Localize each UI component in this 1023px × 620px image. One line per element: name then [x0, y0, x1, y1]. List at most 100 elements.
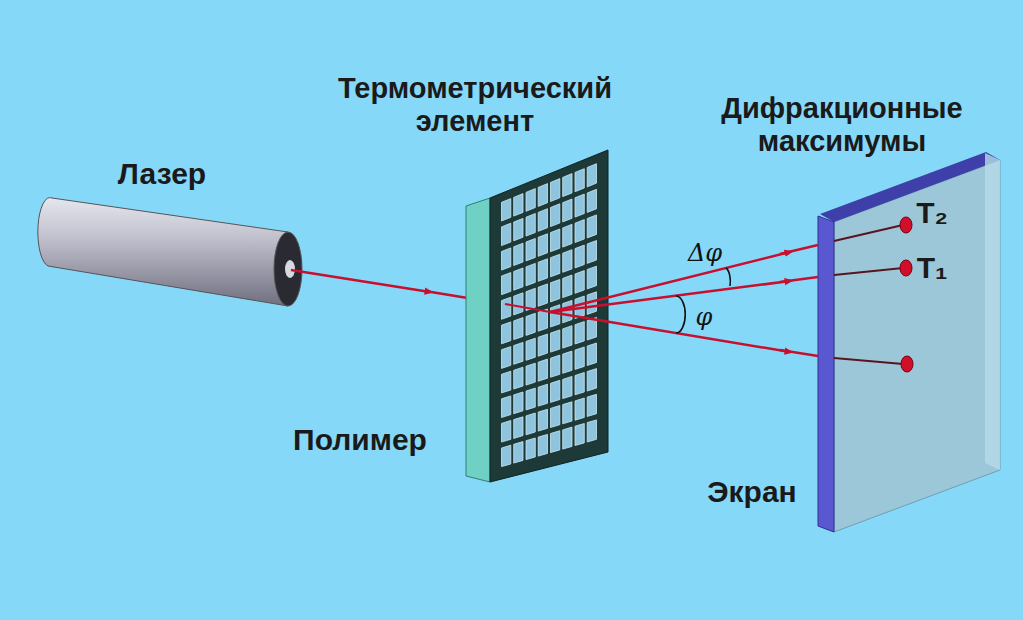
grating-cell: [502, 322, 511, 344]
grating-cell: [526, 313, 535, 335]
grating-cell: [563, 351, 572, 373]
grating-cell: [538, 334, 547, 356]
grating-cell: [551, 380, 560, 402]
grating-cell: [538, 209, 547, 232]
grating-cell: [575, 373, 584, 395]
grating-cell: [538, 259, 547, 282]
diffraction-maxima: [900, 217, 913, 372]
grating-cell: [502, 248, 511, 270]
screen-label: Экран: [707, 475, 797, 510]
element-label: Термометрический элемент: [310, 72, 640, 139]
diffracted-beams: [550, 225, 903, 364]
temperature-label: T₁: [917, 251, 948, 286]
grating-cell: [502, 445, 511, 466]
grating-cell: [575, 398, 584, 420]
grating-cell: [563, 224, 572, 247]
grating-cell: [526, 214, 535, 237]
grating-cell: [587, 164, 596, 187]
grating-cell: [514, 268, 523, 290]
grating-cell: [538, 184, 547, 207]
grating-cell: [538, 309, 547, 331]
laser-beam: [505, 304, 550, 312]
grating-cell: [575, 271, 584, 294]
grating-cell: [538, 409, 547, 431]
grating-cell: [538, 234, 547, 256]
grating-cell: [538, 384, 547, 406]
grating-cell: [587, 266, 596, 289]
grating-cell: [514, 218, 523, 240]
angle-label: φ: [696, 304, 713, 332]
grating-cell: [526, 263, 535, 285]
grating-cell: [551, 305, 560, 327]
grating-cell: [551, 330, 560, 352]
grating-cell: [514, 367, 523, 389]
grating-cell: [502, 347, 511, 369]
grating-cell: [563, 275, 572, 298]
grating-cell: [551, 229, 560, 252]
grating-cell: [502, 396, 511, 418]
grating-cell: [575, 245, 584, 268]
angle-arc: [726, 268, 730, 286]
grating-cell: [575, 322, 584, 344]
grating-cell: [551, 406, 560, 428]
grating-cell: [514, 417, 523, 439]
grating-cell: [551, 204, 560, 227]
grating-cell: [587, 215, 596, 238]
grating-cell: [514, 442, 523, 464]
grating-cell: [563, 199, 572, 222]
grating-cell: [551, 254, 560, 276]
grating-cell: [575, 194, 584, 217]
grating-cell: [563, 376, 572, 398]
grating-cell: [514, 342, 523, 364]
grating-cell: [514, 392, 523, 414]
grating-cell: [526, 363, 535, 385]
grating-cell: [587, 369, 596, 391]
laser: [38, 198, 302, 306]
grating-cell: [551, 280, 560, 302]
grating-cell: [502, 421, 511, 443]
grating-cell: [538, 284, 547, 306]
grating-cell: [502, 371, 511, 393]
grating-cell: [587, 241, 596, 264]
grating-cell: [587, 394, 596, 416]
temperature-label: T₂: [916, 196, 948, 231]
grating-cell: [563, 326, 572, 348]
grating-cell: [563, 174, 572, 197]
grating-cell: [587, 317, 596, 340]
polymer-label: Полимер: [293, 423, 427, 458]
grating-cell: [526, 239, 535, 261]
laser-beam: [291, 270, 430, 292]
grating-cell: [563, 427, 572, 449]
grating-cell: [526, 438, 535, 460]
grating-cell: [502, 273, 511, 295]
grating-cell: [551, 355, 560, 377]
angle-arc: [676, 296, 685, 333]
grating-cell: [587, 343, 596, 366]
grating-cell: [551, 179, 560, 202]
grating-cell: [551, 431, 560, 453]
grating-cell: [563, 402, 572, 424]
angle-label: Δφ: [688, 240, 722, 268]
grating-cell: [563, 250, 572, 273]
grating-cell: [575, 220, 584, 243]
grating-cell: [502, 297, 511, 319]
grating-cell: [563, 300, 572, 322]
grating-cell: [502, 223, 511, 245]
grating-cell: [514, 293, 523, 315]
grating-cell: [514, 243, 523, 265]
grating-cell: [526, 388, 535, 410]
screen: [818, 152, 1000, 532]
grating-cell: [526, 189, 535, 212]
grating-cell: [575, 424, 584, 446]
maxima-label: Дифракционные максимумы: [692, 92, 992, 159]
grating-cell: [575, 169, 584, 192]
grating-cell: [575, 347, 584, 369]
grating-cell: [538, 359, 547, 381]
grating-cell: [526, 338, 535, 360]
grating-cell: [514, 318, 523, 340]
grating-cell: [587, 189, 596, 212]
grating-cell: [502, 199, 511, 221]
grating-cell: [538, 434, 547, 456]
thermometric-element: [466, 150, 608, 482]
grating-cell: [526, 413, 535, 435]
